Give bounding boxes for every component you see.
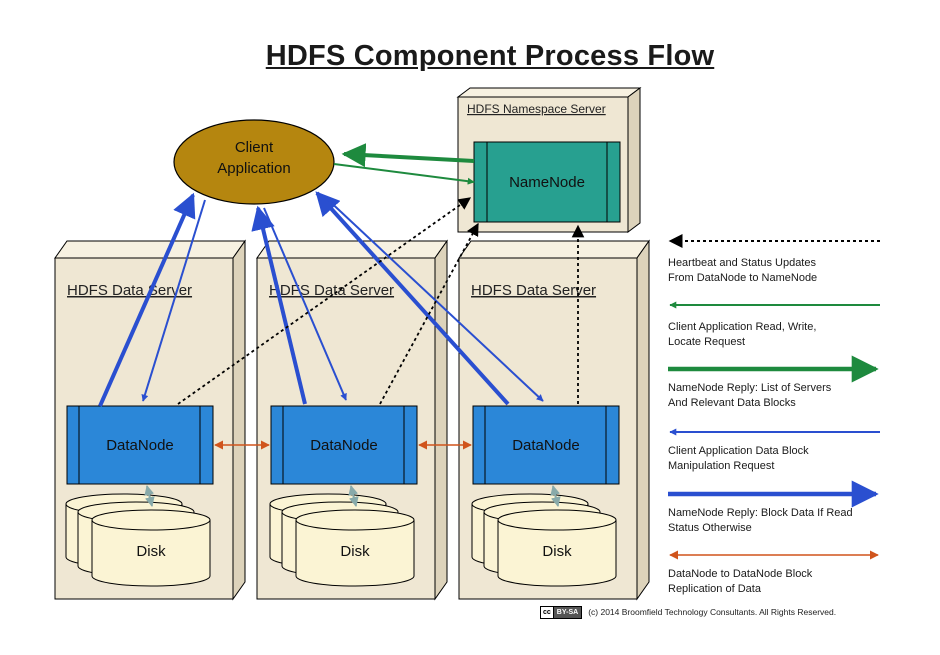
block-request-arrow-1 — [141, 199, 206, 402]
data-server-box-1: HDFS Data Server DataNode Disk — [54, 239, 246, 601]
legend-namenode-reply-line-2: And Relevant Data Blocks — [668, 397, 796, 409]
client-label-line-1: Client — [235, 139, 274, 156]
client-request-arrow — [333, 163, 475, 185]
block-request-arrow-2 — [263, 207, 347, 401]
disk-label-1: Disk — [136, 543, 166, 560]
datanode-label-2: DataNode — [310, 437, 378, 454]
data-server-box-2: HDFS Data Server DataNode Disk — [256, 239, 448, 601]
namespace-server-label: HDFS Namespace Server — [467, 102, 606, 116]
cc-license-badge[interactable]: cc BY-SA — [540, 605, 583, 619]
block-data-reply-arrow-1 — [98, 192, 196, 407]
client-label-line-2: Application — [217, 160, 290, 177]
legend-heartbeat-line-1: Heartbeat and Status Updates — [668, 257, 816, 269]
datanode-box-1: DataNode — [66, 405, 214, 485]
legend-namenode-reply-line-1: NameNode Reply: List of Servers — [668, 382, 832, 394]
legend-block-request-line-2: Manipulation Request — [668, 460, 775, 472]
namenode-reply-arrow — [341, 143, 475, 168]
legend-replication-line-2: Replication of Data — [668, 583, 761, 595]
datanode-disk-link-2 — [348, 485, 359, 507]
datanode-disk-link-1 — [144, 485, 155, 507]
legend-replication-line-1: DataNode to DataNode Block — [668, 568, 813, 580]
disk-stack-3: Disk — [471, 493, 617, 587]
legend-client-request-line-1: Client Application Read, Write, — [668, 321, 817, 333]
copyright-footer: cc BY-SA (c) 2014 Broomfield Technology … — [540, 605, 836, 619]
cc-icon: cc — [541, 606, 554, 618]
license-type: BY-SA — [553, 606, 582, 618]
namespace-server-box: HDFS Namespace Server NameNode — [456, 87, 642, 233]
legend-heartbeat-line-2: From DataNode to NameNode — [668, 272, 818, 284]
legend-client-request-line-2: Locate Request — [668, 336, 746, 348]
datanode-box-3: DataNode — [472, 405, 620, 485]
legend-client-request-text: Client Application Read, Write, Locate Re… — [668, 320, 918, 350]
block-data-reply-arrow-2 — [251, 205, 307, 405]
page-title: HDFS Component Process Flow — [265, 40, 715, 72]
copyright-text: (c) 2014 Broomfield Technology Consultan… — [588, 607, 837, 617]
disk-stack-1: Disk — [65, 493, 211, 587]
datanode-disk-link-3 — [550, 485, 561, 507]
namenode-label: NameNode — [509, 174, 585, 191]
disk-label-3: Disk — [542, 543, 572, 560]
data-server-label-3: HDFS Data Server — [471, 282, 596, 299]
legend-block-request-line-1: Client Application Data Block — [668, 445, 809, 457]
legend-block-reply-line-1: NameNode Reply: Block Data If Read — [668, 507, 853, 519]
legend-block-reply-line-2: Status Otherwise — [668, 522, 752, 534]
heartbeat-arrow-2 — [379, 222, 479, 405]
block-request-arrow-3 — [323, 195, 544, 402]
block-data-reply-arrow-3 — [315, 191, 510, 406]
disk-stack-2: Disk — [269, 493, 415, 587]
disk-label-2: Disk — [340, 543, 370, 560]
data-server-box-3: HDFS Data Server DataNode Disk — [458, 239, 650, 601]
namenode-box: NameNode — [473, 141, 621, 223]
datanode-box-2: DataNode — [270, 405, 418, 485]
client-application: Client Application — [173, 119, 335, 205]
datanode-label-1: DataNode — [106, 437, 174, 454]
datanode-label-3: DataNode — [512, 437, 580, 454]
data-server-label-1: HDFS Data Server — [67, 282, 192, 299]
